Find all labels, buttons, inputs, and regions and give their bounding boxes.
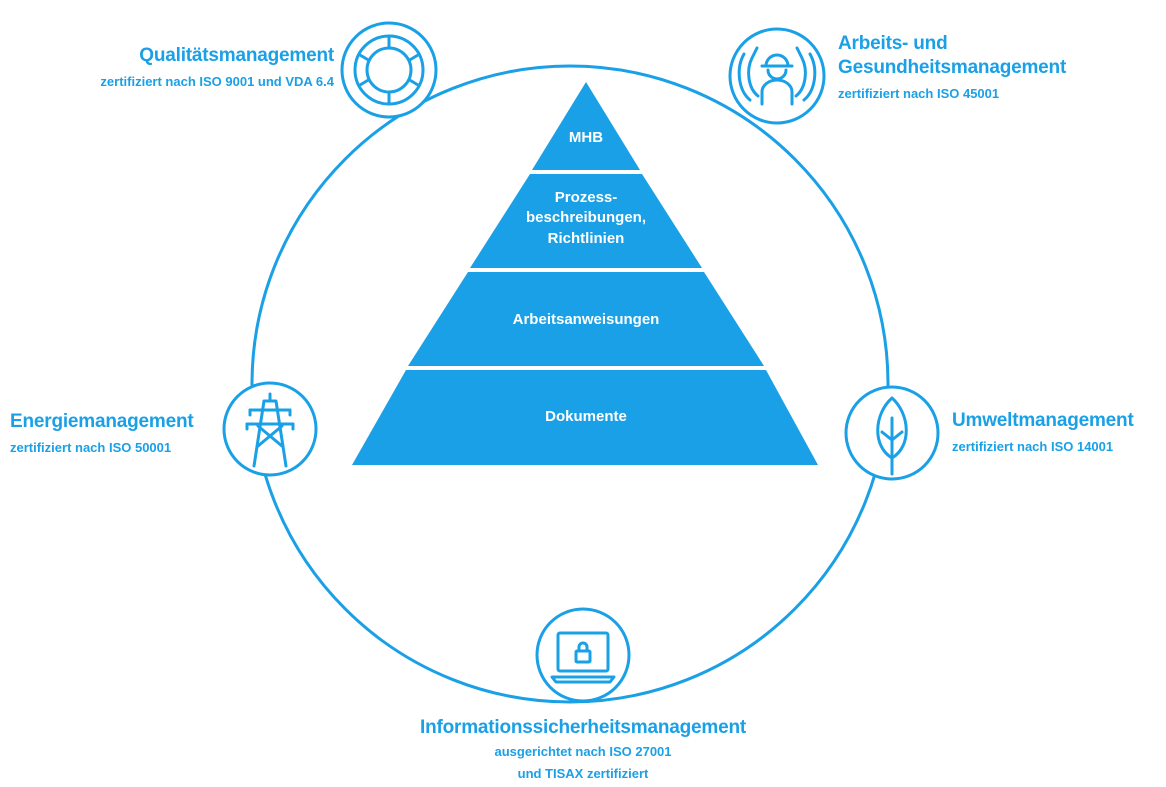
energy-subtitle: zertifiziert nach ISO 50001	[10, 439, 172, 455]
pyramid-label-process-line-1: Prozess-	[554, 189, 618, 206]
infosec-title: Informationssicherheitsmanagement	[420, 717, 746, 738]
pyramid-level-mhb	[532, 82, 640, 170]
node-infosec	[535, 607, 631, 703]
cycle-arrows-icon	[353, 34, 425, 106]
pyramid-label-mhb: MHB	[568, 129, 604, 146]
node-quality	[340, 21, 438, 119]
protected-worker-icon	[737, 46, 817, 106]
infosec-subtitle-line-2: und TISAX zertifiziert	[517, 766, 649, 781]
pyramid-label-instructions: Arbeitsanweisungen	[512, 311, 660, 328]
pyramid-level-documents	[352, 370, 818, 465]
health-title-line-2: Gesundheitsmanagement	[838, 56, 1067, 78]
environment-subtitle: zertifiziert nach ISO 14001	[952, 438, 1114, 454]
power-pylon-icon	[245, 392, 295, 468]
document-pyramid	[352, 82, 818, 465]
pyramid-label-process-line-2: beschreibungen,	[525, 209, 647, 227]
pyramid-label-process-line-3: Richtlinien	[547, 229, 625, 247]
quality-subtitle: zertifiziert nach ISO 9001 und VDA 6.4	[100, 73, 334, 89]
label-energy: Energiemanagement zertifiziert nach ISO …	[10, 410, 194, 456]
laptop-lock-icon	[550, 631, 616, 684]
pyramid-level-process	[470, 174, 702, 268]
environment-title: Umweltmanagement	[952, 410, 1134, 431]
health-title-line-1: Arbeits- und	[838, 33, 948, 54]
quality-title: Qualitätsmanagement	[139, 45, 334, 66]
infosec-subtitle-line-1: ausgerichtet nach ISO 27001	[494, 743, 672, 759]
label-quality: Qualitätsmanagement zertifiziert nach IS…	[100, 44, 334, 90]
management-cycle-ring	[250, 64, 890, 704]
node-health	[728, 27, 826, 125]
label-environment: Umweltmanagement zertifiziert nach ISO 1…	[952, 409, 1134, 455]
pyramid-level-instructions	[408, 272, 764, 366]
node-energy	[222, 381, 318, 477]
label-infosec: Informationssicherheitsmanagement ausger…	[383, 716, 783, 782]
pyramid-label-process: Prozess- beschreibungen, Richtlinien	[486, 188, 686, 249]
energy-title: Energiemanagement	[10, 411, 194, 432]
node-environment	[844, 385, 940, 481]
pyramid-label-documents: Dokumente	[545, 408, 627, 425]
label-health: Arbeits- und Gesundheitsmanagement zerti…	[838, 32, 1066, 102]
leaf-icon	[876, 396, 908, 476]
health-subtitle: zertifiziert nach ISO 45001	[838, 85, 1000, 101]
